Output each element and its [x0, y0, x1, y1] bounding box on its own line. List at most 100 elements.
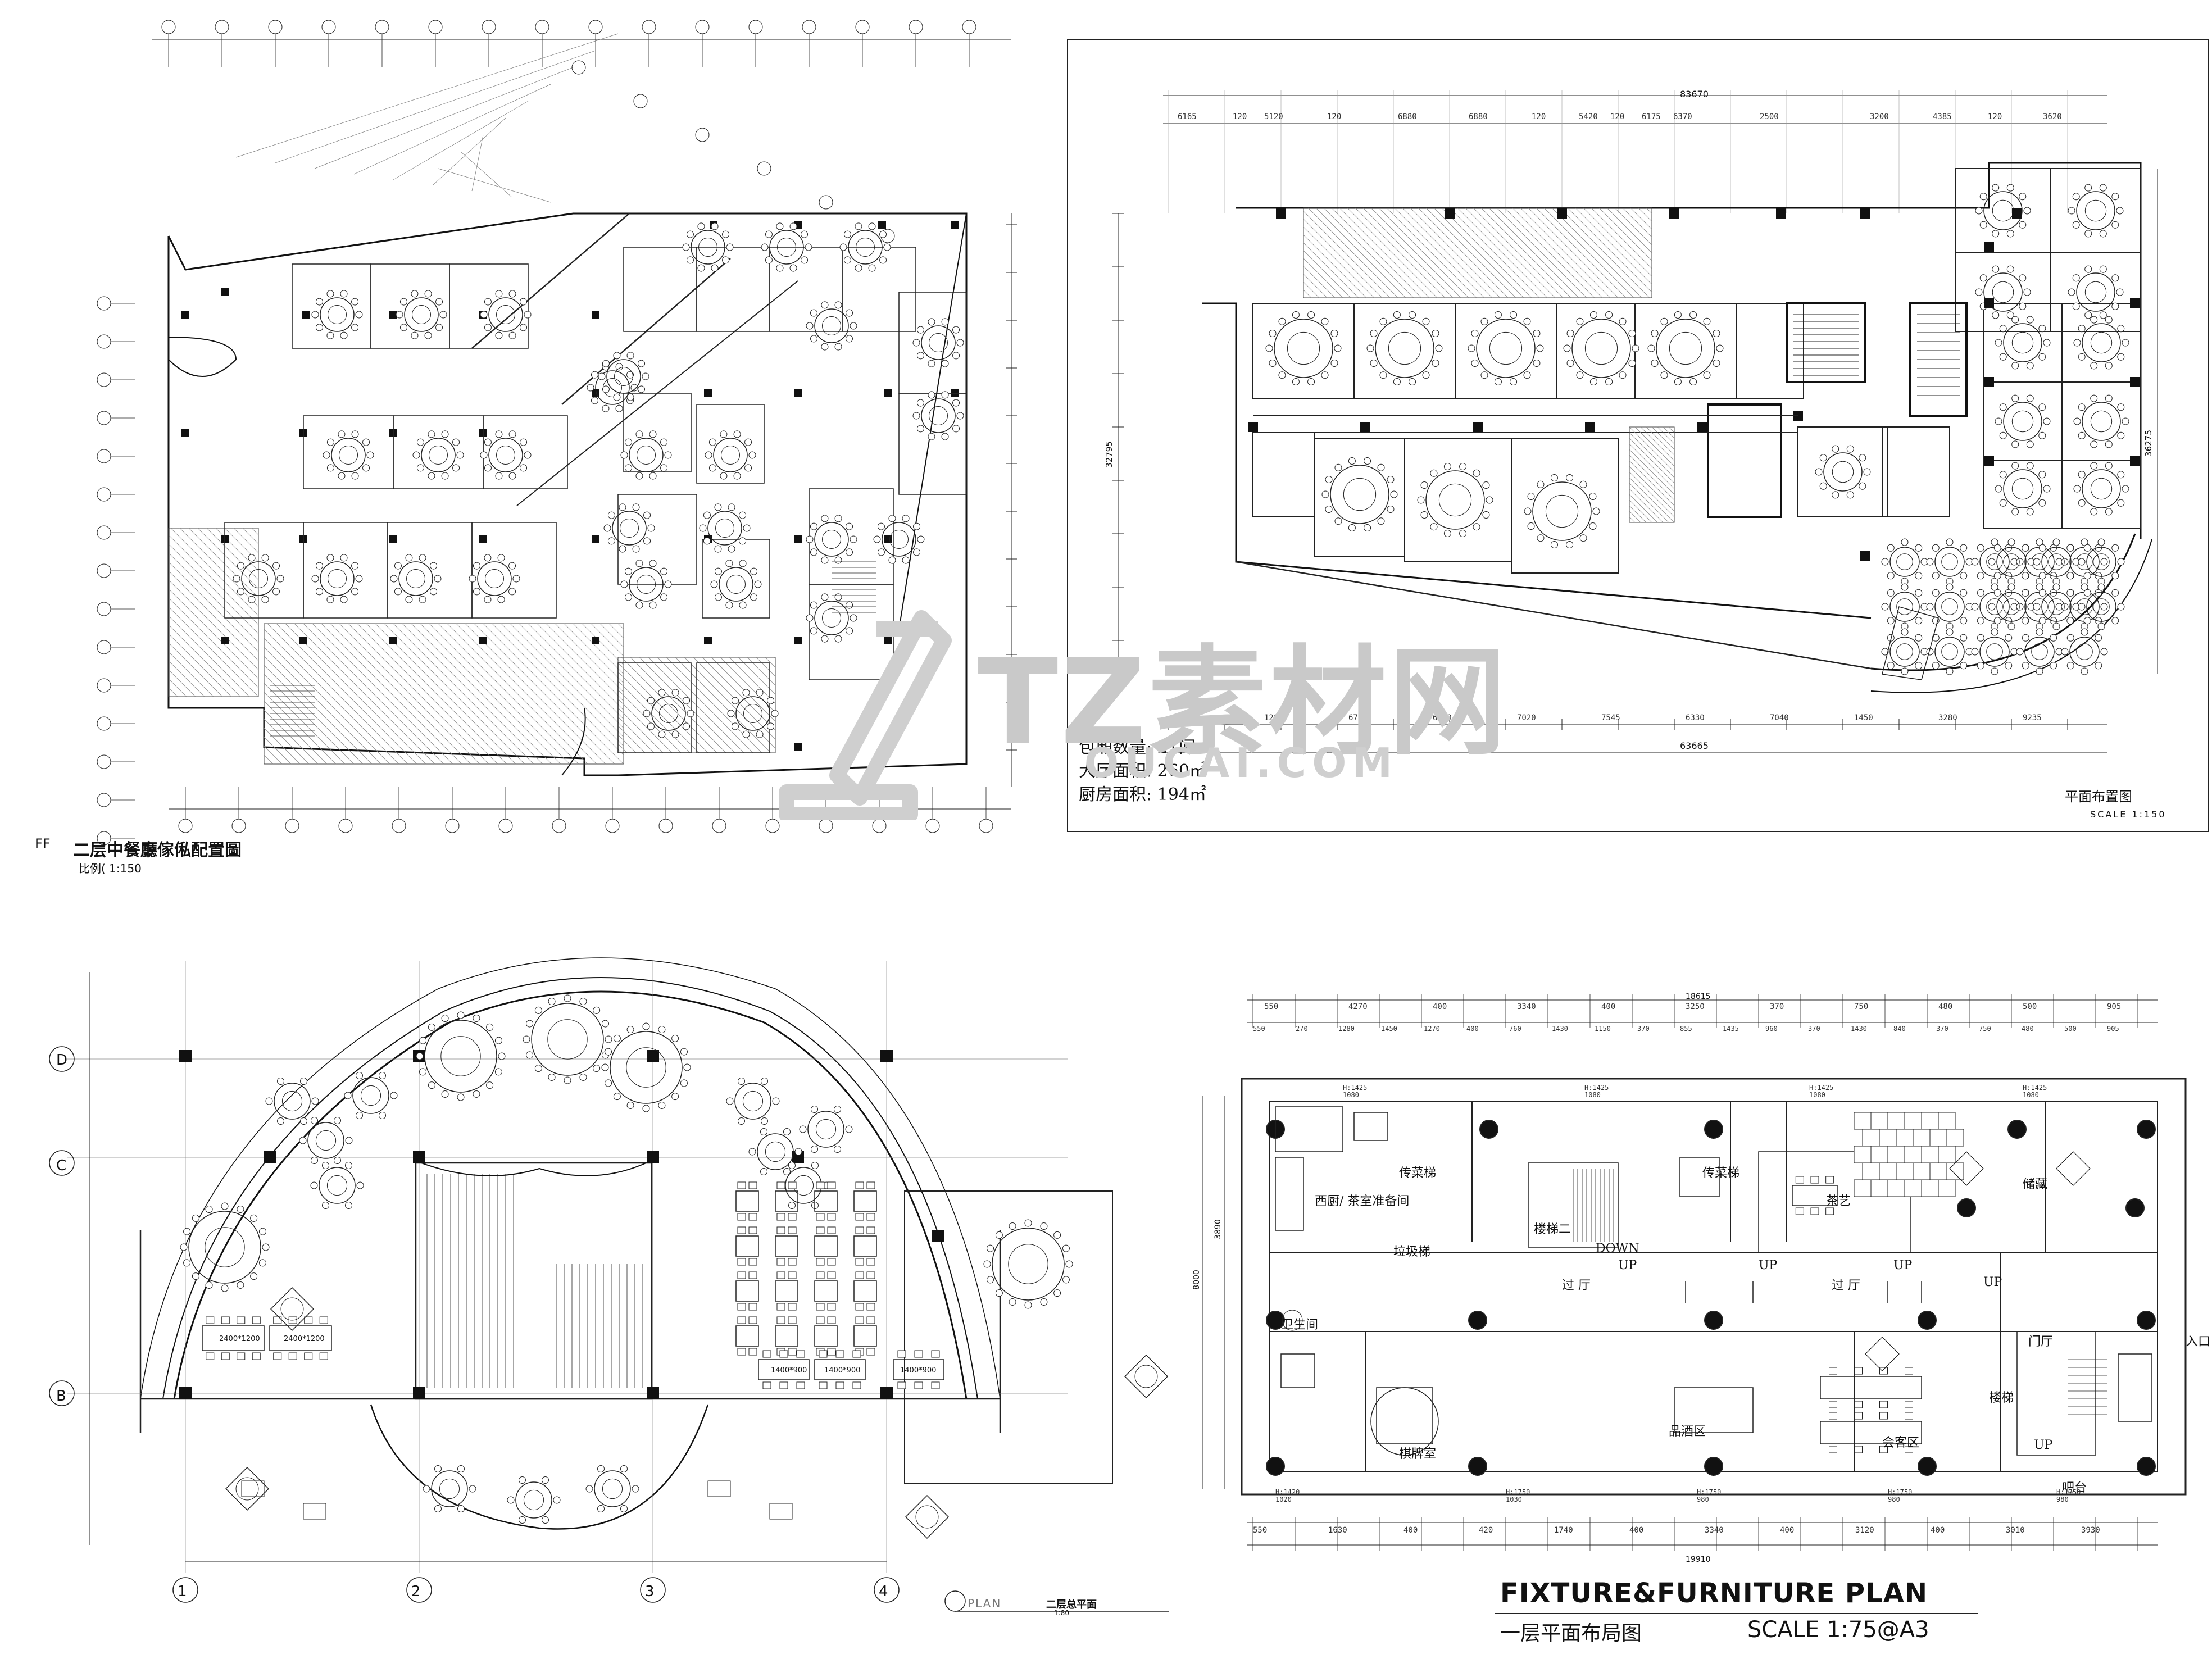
grid-bubble [552, 819, 566, 833]
hatch-line [1629, 483, 1669, 523]
chair [642, 1105, 650, 1112]
chair [928, 433, 935, 440]
chair [2078, 471, 2086, 479]
room-label: 棋牌室 [1399, 1447, 1437, 1461]
chair [810, 335, 817, 343]
hatch-line [1614, 207, 1652, 246]
chair [1053, 1231, 1061, 1239]
dimension-label: 5420 [1579, 112, 1598, 121]
chair [647, 697, 655, 704]
chair [416, 438, 424, 446]
chair [626, 352, 634, 360]
rect-table [758, 1359, 810, 1380]
chair [2111, 274, 2119, 282]
chair [419, 554, 426, 562]
chair [2005, 662, 2013, 670]
chair [1409, 311, 1416, 319]
chair [206, 1352, 215, 1360]
lattice-panel [1921, 1112, 1939, 1130]
private-dining-room [387, 522, 473, 619]
column [181, 429, 189, 437]
chair [1946, 667, 1954, 675]
chair [602, 404, 610, 412]
hatch-line [1355, 207, 1446, 298]
chair [1995, 485, 2002, 493]
dimension-label: 905 [2107, 1025, 2119, 1033]
hatch-line [411, 623, 552, 765]
chair [526, 1051, 534, 1059]
column [1248, 422, 1258, 432]
chair [399, 298, 407, 306]
chair [1825, 1207, 1834, 1215]
hatch-border [168, 528, 259, 697]
grid-bubble [321, 20, 336, 34]
hatch-line [639, 657, 735, 753]
hatch-line [1303, 266, 1336, 298]
hatch-line [1449, 207, 1540, 298]
dimension-label: 1450 [1381, 1025, 1397, 1033]
chair [613, 393, 621, 401]
chair [664, 451, 672, 459]
chair [914, 1350, 923, 1358]
hatch-line [774, 657, 776, 659]
chair [248, 596, 256, 603]
hatch-line [546, 623, 624, 702]
grid-row-b: B [56, 1388, 66, 1405]
chair [252, 1316, 261, 1324]
chair [866, 1226, 875, 1234]
dimension-label: 1270 [1424, 1025, 1440, 1033]
hatch-line [555, 623, 624, 693]
chair [2038, 353, 2046, 361]
grid-bubble [97, 602, 111, 616]
chair [605, 1079, 612, 1087]
rect-table [853, 1325, 877, 1347]
chair [995, 1289, 1003, 1297]
chair [2011, 394, 2019, 402]
chair [237, 1352, 246, 1360]
chair [879, 256, 887, 264]
chair [1932, 544, 1940, 552]
dimension-label: 6880 [1398, 112, 1417, 121]
dimension-label: 370 [1936, 1025, 1948, 1033]
round-table [319, 1167, 356, 1204]
chair [1325, 476, 1333, 484]
decorative-planter [1124, 1354, 1169, 1399]
hatch-line [402, 623, 543, 765]
hatch-line [1629, 438, 1675, 484]
dimension-label: 500 [2064, 1025, 2077, 1033]
chair [2038, 403, 2046, 411]
chair [519, 1516, 526, 1524]
hatch-line [206, 528, 259, 580]
dimension-label: 1430 [1851, 1025, 1867, 1033]
hatch-line [168, 606, 259, 697]
dimension-label: 1630 [1328, 1526, 1347, 1535]
chair [1292, 311, 1300, 319]
chair [237, 1206, 244, 1213]
dimension-label: 1740 [1554, 1526, 1573, 1535]
chair [888, 515, 896, 522]
lattice-panel [1938, 1146, 1956, 1163]
chair [435, 298, 443, 306]
lazy-susan [765, 1141, 786, 1162]
round-table [241, 561, 276, 596]
lattice-panel [1946, 1129, 1964, 1147]
drawing-scale-br: SCALE 1:75@A3 [1747, 1617, 1929, 1643]
hatch-line [1629, 449, 1675, 495]
chair [2083, 617, 2091, 625]
chair [591, 371, 598, 379]
lazy-susan [440, 1036, 481, 1076]
chair [1946, 583, 1954, 591]
column [1360, 422, 1370, 432]
column [413, 1151, 425, 1163]
round-table [2086, 547, 2116, 577]
height-dim-right: 36275 [2143, 430, 2154, 457]
chair [620, 1465, 628, 1472]
chair [664, 580, 672, 588]
decorative-planter [1949, 1151, 1984, 1186]
chair [520, 324, 528, 331]
chair [221, 1284, 229, 1292]
chair [1716, 344, 1724, 352]
chair [593, 1065, 601, 1072]
hatch-line [1303, 242, 1359, 298]
lazy-susan [822, 530, 841, 549]
